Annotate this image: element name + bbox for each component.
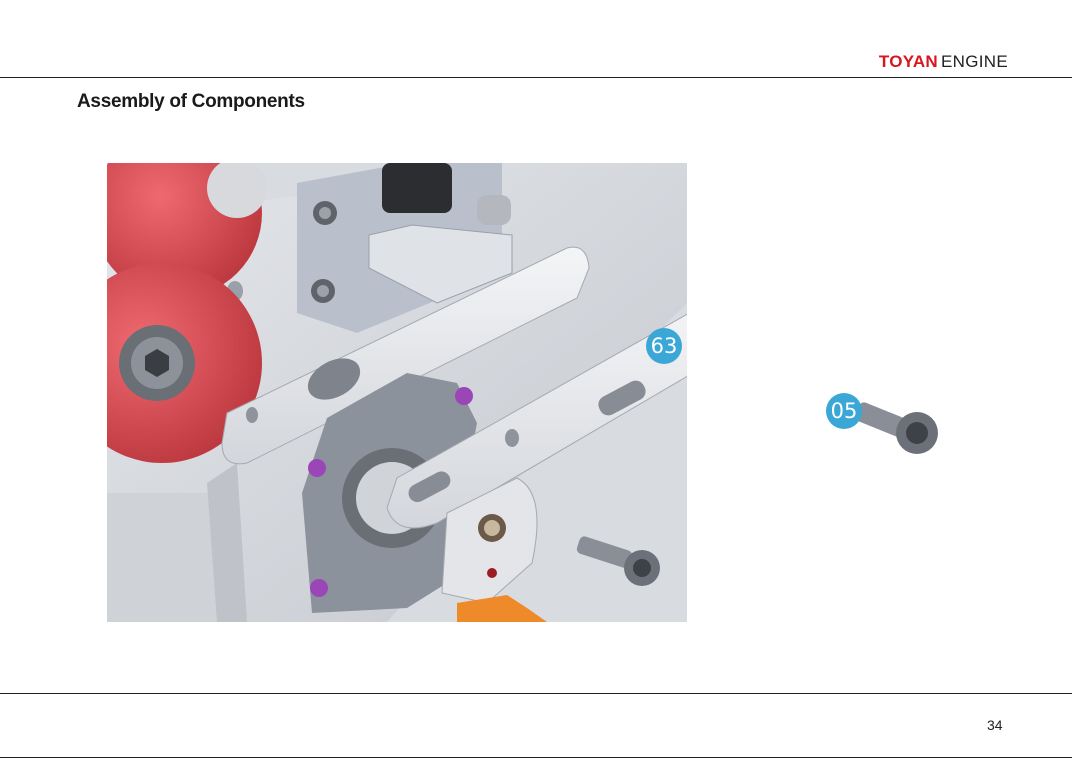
page-title: Assembly of Components: [77, 91, 305, 113]
header-divider: [0, 77, 1072, 78]
page-number: 34: [987, 717, 1003, 733]
callout-63: 63: [646, 328, 682, 364]
brand-primary: TOYAN: [879, 52, 938, 71]
callout-05: 05: [826, 393, 862, 429]
brand-secondary: ENGINE: [941, 52, 1008, 71]
drive-gear: [382, 163, 452, 213]
assembly-illustration: [107, 163, 687, 622]
assembly-drawing: [107, 163, 687, 622]
footer-divider: [0, 693, 1072, 694]
